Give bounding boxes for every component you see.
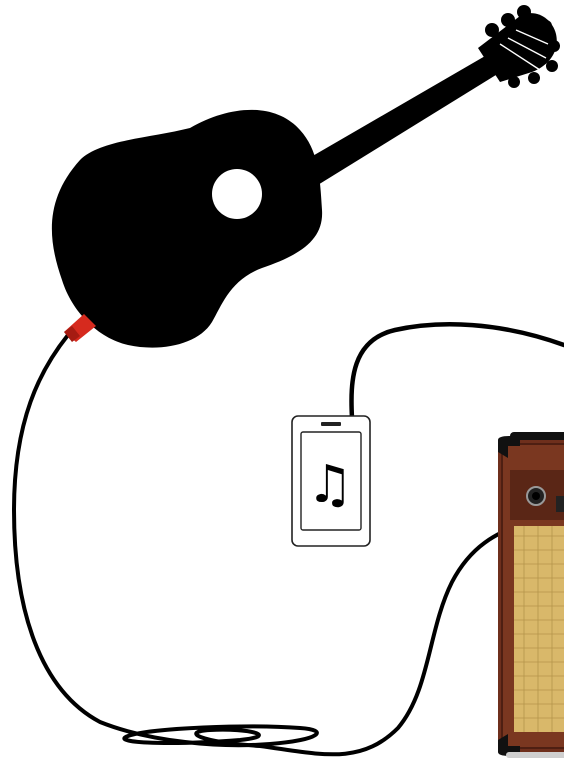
guitar-to-amp-cable [14, 335, 537, 754]
acoustic-guitar-silhouette-icon [52, 5, 560, 348]
smartphone-icon: ♫ [292, 416, 370, 546]
phone-to-amp-cable [351, 324, 564, 418]
guitar-sound-hole [212, 169, 262, 219]
music-note-icon: ♫ [307, 455, 354, 515]
guitar-amplifier-icon [498, 432, 564, 758]
